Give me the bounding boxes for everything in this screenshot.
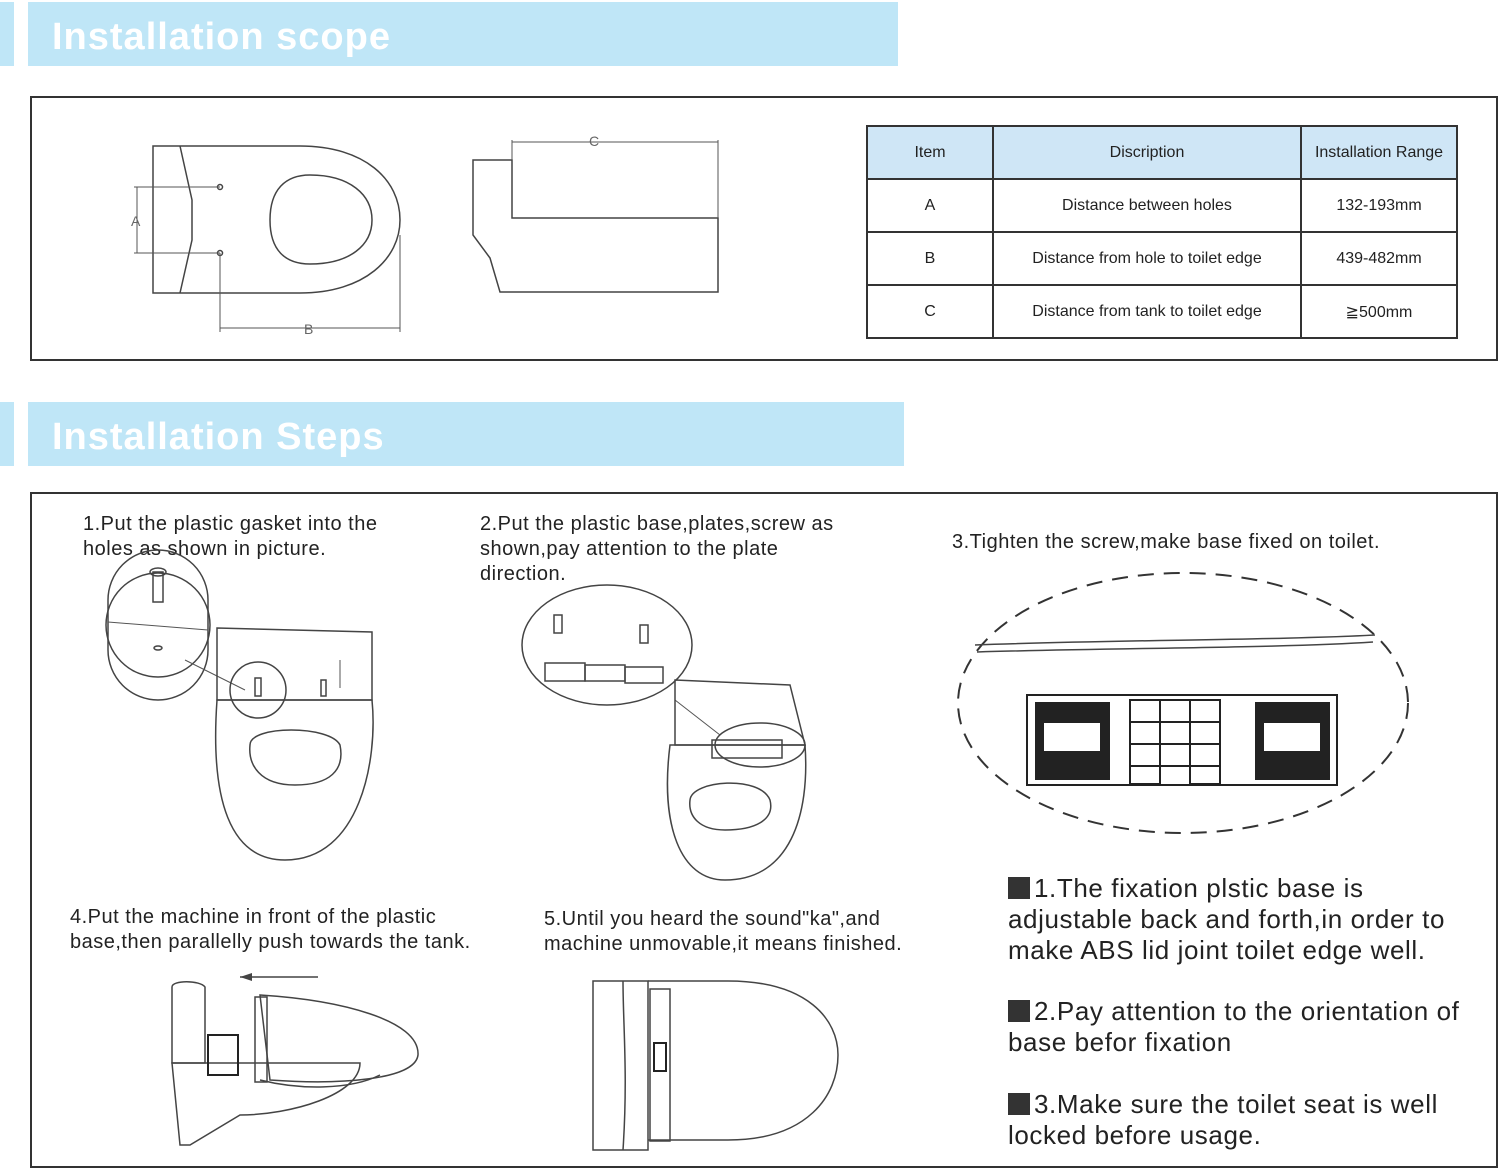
column-header-description: Discription xyxy=(992,125,1302,180)
dim-label-a: A xyxy=(131,213,141,229)
square-bullet-icon xyxy=(1008,877,1030,899)
column-header-item: Item xyxy=(866,125,994,180)
cell-item: A xyxy=(866,178,994,233)
step-4-text: 4.Put the machine in front of the plasti… xyxy=(70,906,471,953)
step-5-illustration xyxy=(592,980,839,1151)
cell-description: Distance from hole to toilet edge xyxy=(992,231,1302,286)
scope-header-accent xyxy=(0,2,14,66)
toilet-side-view-diagram: C xyxy=(472,133,719,293)
steps-title: Installation Steps xyxy=(52,416,385,458)
step-2-illustration xyxy=(521,584,807,881)
note-2: 2.Pay attention to the orientation of ba… xyxy=(1008,996,1478,1058)
table-header-row: Item Discription Installation Range xyxy=(866,125,1458,180)
note-2-text: 2.Pay attention to the orientation of ba… xyxy=(1008,996,1460,1057)
steps-header-accent xyxy=(0,402,14,466)
column-header-range: Installation Range xyxy=(1300,125,1458,180)
cell-description: Distance from tank to toilet edge xyxy=(992,284,1302,339)
cell-item: B xyxy=(866,231,994,286)
step-4-illustration xyxy=(171,973,419,1146)
scope-panel xyxy=(30,96,1498,361)
cell-range: 132-193mm xyxy=(1300,178,1458,233)
table-row: A Distance between holes 132-193mm xyxy=(866,178,1458,233)
table-row: C Distance from tank to toilet edge ≧500… xyxy=(866,284,1458,339)
steps-header-band: Installation Steps xyxy=(28,402,904,466)
toilet-top-view-diagram: A B xyxy=(131,145,401,337)
scope-title: Installation scope xyxy=(52,16,391,58)
installation-range-table: Item Discription Installation Range A Di… xyxy=(866,125,1458,339)
step-2-text: 2.Put the plastic base,plates,screw as s… xyxy=(480,513,834,585)
dim-label-b: B xyxy=(304,321,313,337)
dim-label-c: C xyxy=(589,133,599,149)
scope-header-band: Installation scope xyxy=(28,2,898,66)
square-bullet-icon xyxy=(1008,1093,1030,1115)
note-3: 3.Make sure the toilet seat is well lock… xyxy=(1008,1089,1478,1151)
step-1-illustration xyxy=(105,549,374,861)
step-3-text: 3.Tighten the screw,make base fixed on t… xyxy=(952,531,1381,553)
cell-range: ≧500mm xyxy=(1300,284,1458,339)
cell-item: C xyxy=(866,284,994,339)
note-1-text: 1.The fixation plstic base is adjustable… xyxy=(1008,873,1446,965)
cell-description: Distance between holes xyxy=(992,178,1302,233)
steps-panel xyxy=(30,492,1498,1168)
step-5-text: 5.Until you heard the sound"ka",and mach… xyxy=(544,908,903,955)
step-1-text: 1.Put the plastic gasket into the holes … xyxy=(83,513,378,560)
note-3-text: 3.Make sure the toilet seat is well lock… xyxy=(1008,1089,1438,1150)
square-bullet-icon xyxy=(1008,1000,1030,1022)
table-row: B Distance from hole to toilet edge 439-… xyxy=(866,231,1458,286)
note-1: 1.The fixation plstic base is adjustable… xyxy=(1008,873,1493,966)
cell-range: 439-482mm xyxy=(1300,231,1458,286)
step-3-illustration xyxy=(957,572,1409,834)
